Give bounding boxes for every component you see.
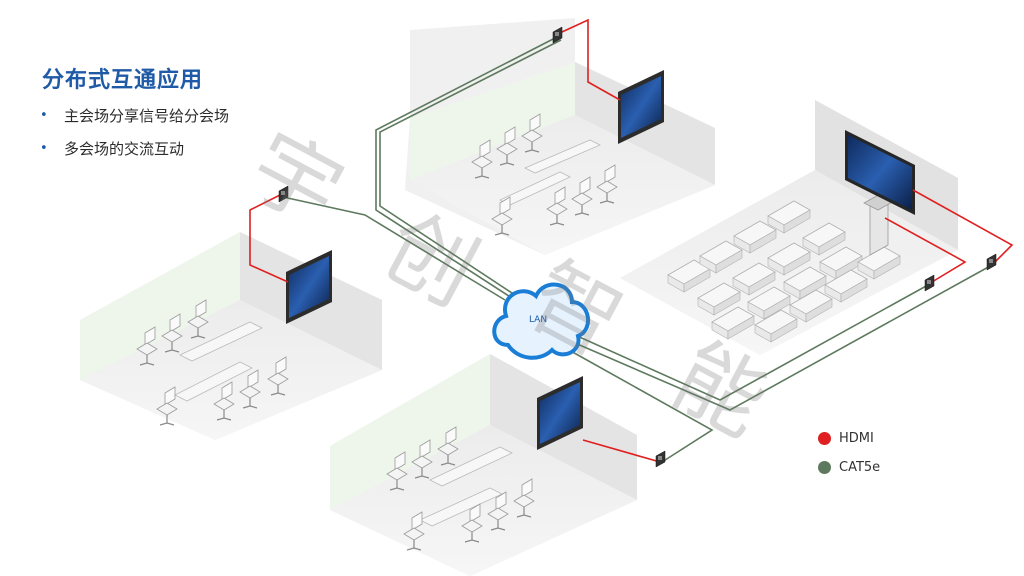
hdmi-cable-main2 bbox=[912, 189, 1014, 263]
legend-item-hdmi: HDMI bbox=[818, 424, 880, 453]
bullet-text: 主会场分享信号给分会场 bbox=[64, 107, 230, 125]
hdmi-cables bbox=[249, 18, 1014, 463]
bullet-item: • 主会场分享信号给分会场 bbox=[40, 106, 229, 139]
hdmi-cable-main1 bbox=[884, 217, 967, 283]
hdmi-cable-bottom bbox=[582, 439, 661, 463]
lan-label: LAN bbox=[529, 315, 547, 325]
bullet-dot-icon: • bbox=[40, 141, 48, 156]
room-bottom bbox=[330, 354, 637, 576]
hdmi-cable-left bbox=[249, 191, 289, 283]
legend-label: CAT5e bbox=[839, 460, 881, 475]
wall-jack-main2 bbox=[986, 253, 997, 271]
legend-label: HDMI bbox=[839, 431, 874, 446]
wall-jack-left bbox=[278, 185, 289, 203]
room-left bbox=[80, 232, 382, 440]
bullet-item: • 多会场的交流互动 bbox=[40, 139, 229, 172]
room-top bbox=[405, 18, 715, 255]
bullet-list: • 主会场分享信号给分会场 • 多会场的交流互动 bbox=[40, 106, 229, 172]
cat5e-cables bbox=[282, 36, 993, 463]
bullet-text: 多会场的交流互动 bbox=[64, 140, 185, 158]
legend-item-cat5e: CAT5e bbox=[818, 453, 880, 482]
cat5e-cable-left bbox=[282, 196, 506, 301]
cat5e-cable-bottom bbox=[559, 344, 714, 463]
cat5e-cable-main1 bbox=[574, 284, 929, 401]
cat5e-cable-main2 bbox=[567, 264, 993, 411]
hdmi-dot-icon bbox=[818, 432, 831, 445]
cat5e-cable-top bbox=[375, 36, 558, 301]
lan-cloud: LAN bbox=[492, 282, 590, 360]
legend: HDMI CAT5e bbox=[818, 424, 880, 482]
page-title: 分布式互通应用 bbox=[42, 68, 204, 93]
bullet-dot-icon: • bbox=[40, 108, 48, 123]
wall-jack-bottom bbox=[655, 450, 666, 468]
wall-jack-main1 bbox=[924, 274, 935, 292]
main-hall bbox=[620, 100, 958, 355]
hdmi-cable-top bbox=[561, 18, 621, 101]
cat5e-dot-icon bbox=[818, 461, 831, 474]
